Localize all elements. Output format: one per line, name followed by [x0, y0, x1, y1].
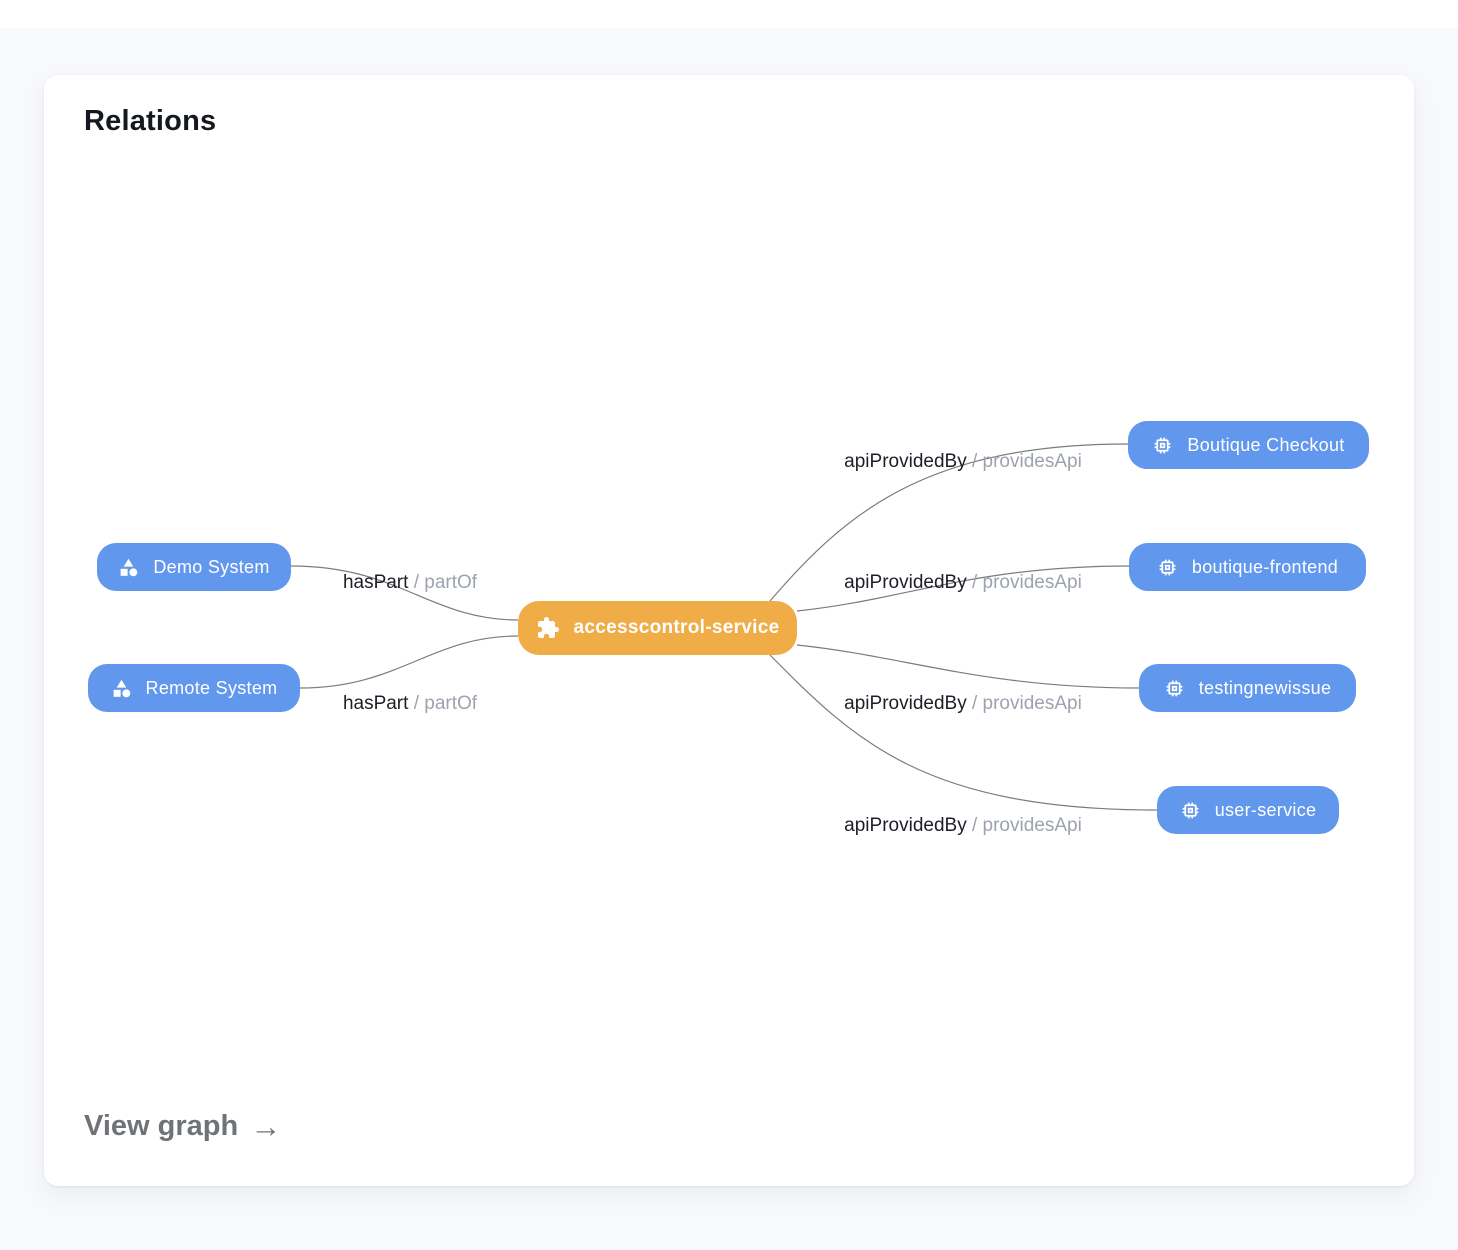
system-category-icon: [111, 678, 132, 699]
relations-card: Relations Demo System Remote System acce…: [44, 75, 1414, 1186]
node-boutique-checkout[interactable]: Boutique Checkout: [1128, 421, 1369, 469]
node-label: accesscontrol-service: [573, 617, 780, 638]
node-label: Remote System: [145, 677, 278, 698]
edge-label-haspart-2: hasPart / partOf: [342, 693, 478, 714]
node-label: Boutique Checkout: [1187, 434, 1345, 455]
system-category-icon: [118, 557, 139, 578]
edge-boutique-checkout: [769, 443, 1129, 602]
edge-testingnewissue: [796, 644, 1140, 689]
node-label: Demo System: [153, 556, 270, 577]
edge-boutique-frontend: [796, 565, 1130, 612]
edge-label-haspart-1: hasPart / partOf: [342, 572, 478, 593]
node-label: boutique-frontend: [1191, 556, 1339, 577]
view-graph-label: View graph: [84, 1110, 239, 1142]
node-label: user-service: [1214, 799, 1317, 820]
view-graph-link[interactable]: View graph →: [84, 1110, 281, 1143]
edge-label-apiprovidedby-3: apiProvidedBy / providesApi: [844, 693, 1082, 714]
edge-label-apiprovidedby-4: apiProvidedBy / providesApi: [844, 815, 1082, 836]
node-demo-system[interactable]: Demo System: [97, 543, 291, 591]
node-boutique-frontend[interactable]: boutique-frontend: [1129, 543, 1366, 591]
puzzle-extension-icon: [536, 616, 560, 640]
node-user-service[interactable]: user-service: [1157, 786, 1339, 834]
edge-user-service: [769, 654, 1158, 811]
node-label: testingnewissue: [1198, 677, 1332, 698]
edge-label-apiprovidedby-2: apiProvidedBy / providesApi: [844, 572, 1082, 593]
card-title: Relations: [84, 105, 217, 137]
edge-label-apiprovidedby-1: apiProvidedBy / providesApi: [844, 451, 1082, 472]
api-chip-icon: [1164, 678, 1185, 699]
api-chip-icon: [1180, 800, 1201, 821]
node-accesscontrol-service[interactable]: accesscontrol-service: [518, 601, 797, 655]
api-chip-icon: [1152, 435, 1173, 456]
api-chip-icon: [1157, 557, 1178, 578]
edge-demo-system: [290, 565, 519, 621]
node-testingnewissue[interactable]: testingnewissue: [1139, 664, 1356, 712]
edge-remote-system: [299, 635, 519, 689]
relation-edges: [290, 443, 1158, 811]
arrow-right-icon: →: [250, 1109, 282, 1144]
node-remote-system[interactable]: Remote System: [88, 664, 300, 712]
